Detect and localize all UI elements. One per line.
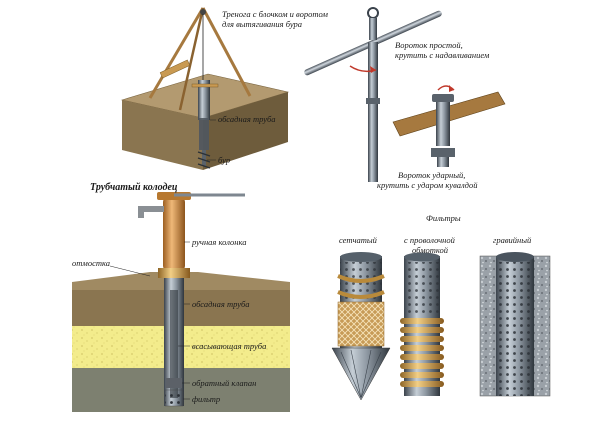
pulley-icon — [200, 9, 206, 15]
pump-spout — [138, 206, 164, 212]
label-filter-mesh: сетчатый — [339, 235, 377, 245]
label-casing-bottom: обсадная труба — [192, 299, 250, 309]
wrench-collar — [369, 18, 377, 40]
pump-column — [163, 198, 185, 270]
label-casing-top: обсадная труба — [218, 114, 276, 124]
well-filter — [164, 389, 184, 407]
tripod-leg-back — [178, 7, 205, 111]
label-blind-area: отмостка — [72, 258, 110, 268]
casing-pipe-top — [191, 80, 219, 169]
tripod-leg-right — [201, 7, 252, 97]
label-impact-wrench-line1: Вороток ударный, — [398, 170, 466, 180]
hand-pump — [138, 192, 245, 278]
label-hand-pump: ручная колонка — [192, 237, 247, 247]
label-filter-wire-line2: обмоткой — [412, 245, 449, 255]
rod-coupling — [366, 98, 380, 104]
mesh-cone-tip — [331, 347, 391, 401]
pump-base — [158, 268, 190, 278]
impact-cap — [432, 94, 454, 102]
label-simple-wrench-line1: Вороток простой, — [395, 40, 463, 50]
label-filter: фильтр — [192, 394, 221, 404]
label-filter-wire-line1: с проволочной — [404, 235, 455, 245]
wire-winding — [400, 318, 444, 387]
soil-side-face — [203, 92, 288, 170]
filter-gravel — [479, 252, 551, 397]
suction-pipe — [170, 290, 178, 398]
soil-front-face — [122, 100, 203, 170]
tripod — [148, 7, 252, 111]
well-casing — [164, 278, 184, 407]
wrench-ring-icon — [367, 7, 379, 19]
label-simple-wrench-line2: крутить с надавливанием — [395, 50, 490, 60]
tripod-leg-left — [148, 7, 205, 99]
filter-mesh — [331, 252, 391, 401]
casing-pipe-below — [199, 118, 209, 150]
auger-handle — [191, 83, 219, 88]
impact-rod — [436, 96, 450, 146]
impact-wrench — [392, 85, 506, 167]
impact-collar — [431, 148, 455, 157]
check-valve — [166, 378, 182, 388]
label-tripod-line1: Тренога с блочком и воротом — [222, 9, 328, 19]
leader-lines — [109, 241, 190, 400]
label-impact-wrench-line2: крутить с ударом кувалдой — [377, 180, 478, 190]
auger-icon — [197, 150, 211, 169]
mesh-spiral — [337, 274, 385, 299]
filter-wire-wound — [400, 252, 444, 396]
label-filters-title: Фильтры — [426, 213, 461, 223]
winch-drum — [159, 59, 191, 79]
label-check-valve: обратный клапан — [192, 378, 257, 388]
mesh-net — [337, 301, 385, 347]
label-auger: бур — [218, 155, 231, 165]
casing-pipe-above — [198, 80, 210, 120]
label-tube-well: Трубчатый колодец — [90, 182, 178, 193]
drill-rod — [368, 42, 378, 182]
simple-wrench — [304, 7, 442, 182]
label-filter-gravel: гравийный — [493, 235, 532, 245]
label-suction-pipe: всасывающая труба — [192, 341, 267, 351]
label-tripod-line2: для вытягивания бура — [222, 19, 303, 29]
